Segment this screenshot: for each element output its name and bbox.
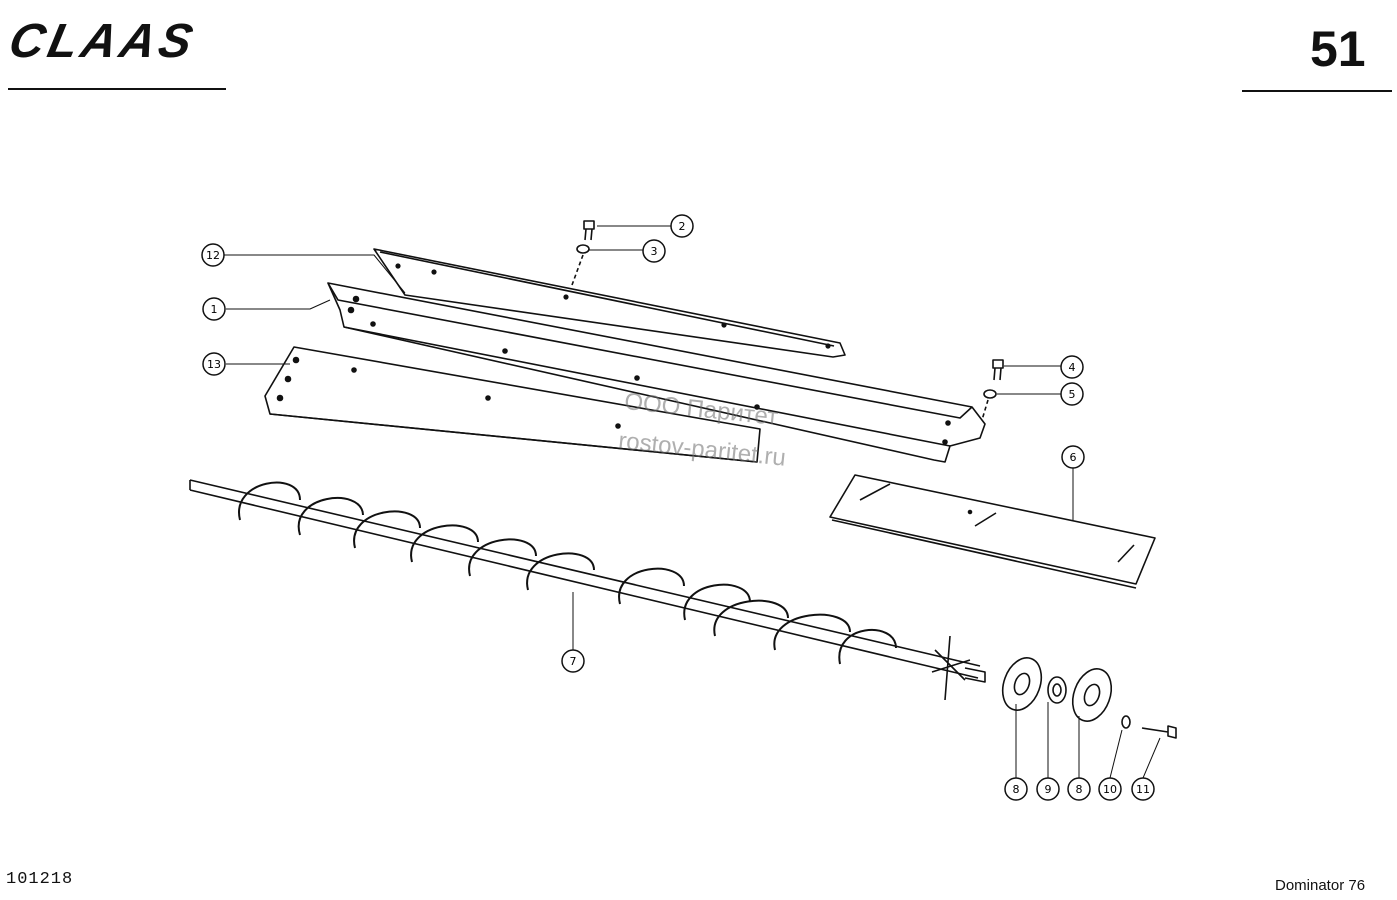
callout-8-left: 8 <box>1004 777 1028 801</box>
reference-number: 101218 <box>6 870 74 889</box>
callout-12-label: 12 <box>206 249 220 262</box>
callout-2: 2 <box>670 214 694 238</box>
callout-8-left-label: 8 <box>1013 783 1020 796</box>
callout-6: 6 <box>1061 445 1085 469</box>
part-10-washer <box>1121 715 1131 729</box>
part-3-washer <box>576 244 590 254</box>
callout-4: 4 <box>1060 355 1084 379</box>
part-1-trough-angle <box>327 282 986 463</box>
assembly-line-4-5 <box>981 399 989 421</box>
part-4-bolt <box>992 359 1004 381</box>
callout-10-label: 10 <box>1103 783 1117 796</box>
callout-6-label: 6 <box>1070 451 1077 464</box>
callout-3: 3 <box>642 239 666 263</box>
callout-13-label: 13 <box>207 358 221 371</box>
part-6-slotted-plate <box>829 474 1156 589</box>
part-9-bearing <box>1047 676 1067 704</box>
callout-13: 13 <box>202 352 226 376</box>
header-rule-right <box>1242 90 1392 92</box>
callout-7: 7 <box>561 649 585 673</box>
callout-1-label: 1 <box>211 303 218 316</box>
callout-2-label: 2 <box>679 220 686 233</box>
assembly-line-2-3 <box>571 254 584 286</box>
callouts: 2 3 12 1 13 4 <box>201 214 1155 801</box>
part-7-auger <box>189 479 986 701</box>
part-13-side-plate <box>264 346 761 463</box>
callout-10: 10 <box>1098 777 1122 801</box>
callout-7-label: 7 <box>570 655 577 668</box>
part-2-bolt <box>583 220 595 241</box>
part-11-bolt <box>1141 725 1177 739</box>
callout-9: 9 <box>1036 777 1060 801</box>
callout-8-right-label: 8 <box>1076 783 1083 796</box>
page-number: 51 <box>1310 21 1366 77</box>
callout-3-label: 3 <box>651 245 658 258</box>
callout-5-label: 5 <box>1069 388 1076 401</box>
callout-11: 11 <box>1131 777 1155 801</box>
callout-5: 5 <box>1060 382 1084 406</box>
part-8-flange-left <box>1001 657 1043 711</box>
callout-1: 1 <box>202 297 226 321</box>
callout-9-label: 9 <box>1045 783 1052 796</box>
callout-4-label: 4 <box>1069 361 1076 374</box>
leader-lines <box>224 225 1161 779</box>
part-5-washer <box>983 389 997 399</box>
header-rule-left <box>8 88 226 90</box>
callout-12: 12 <box>201 243 225 267</box>
callout-11-label: 11 <box>1136 783 1150 796</box>
part-8-flange-right <box>1071 668 1113 722</box>
model-name: Dominator 76 <box>1275 877 1366 894</box>
callout-8-right: 8 <box>1067 777 1091 801</box>
